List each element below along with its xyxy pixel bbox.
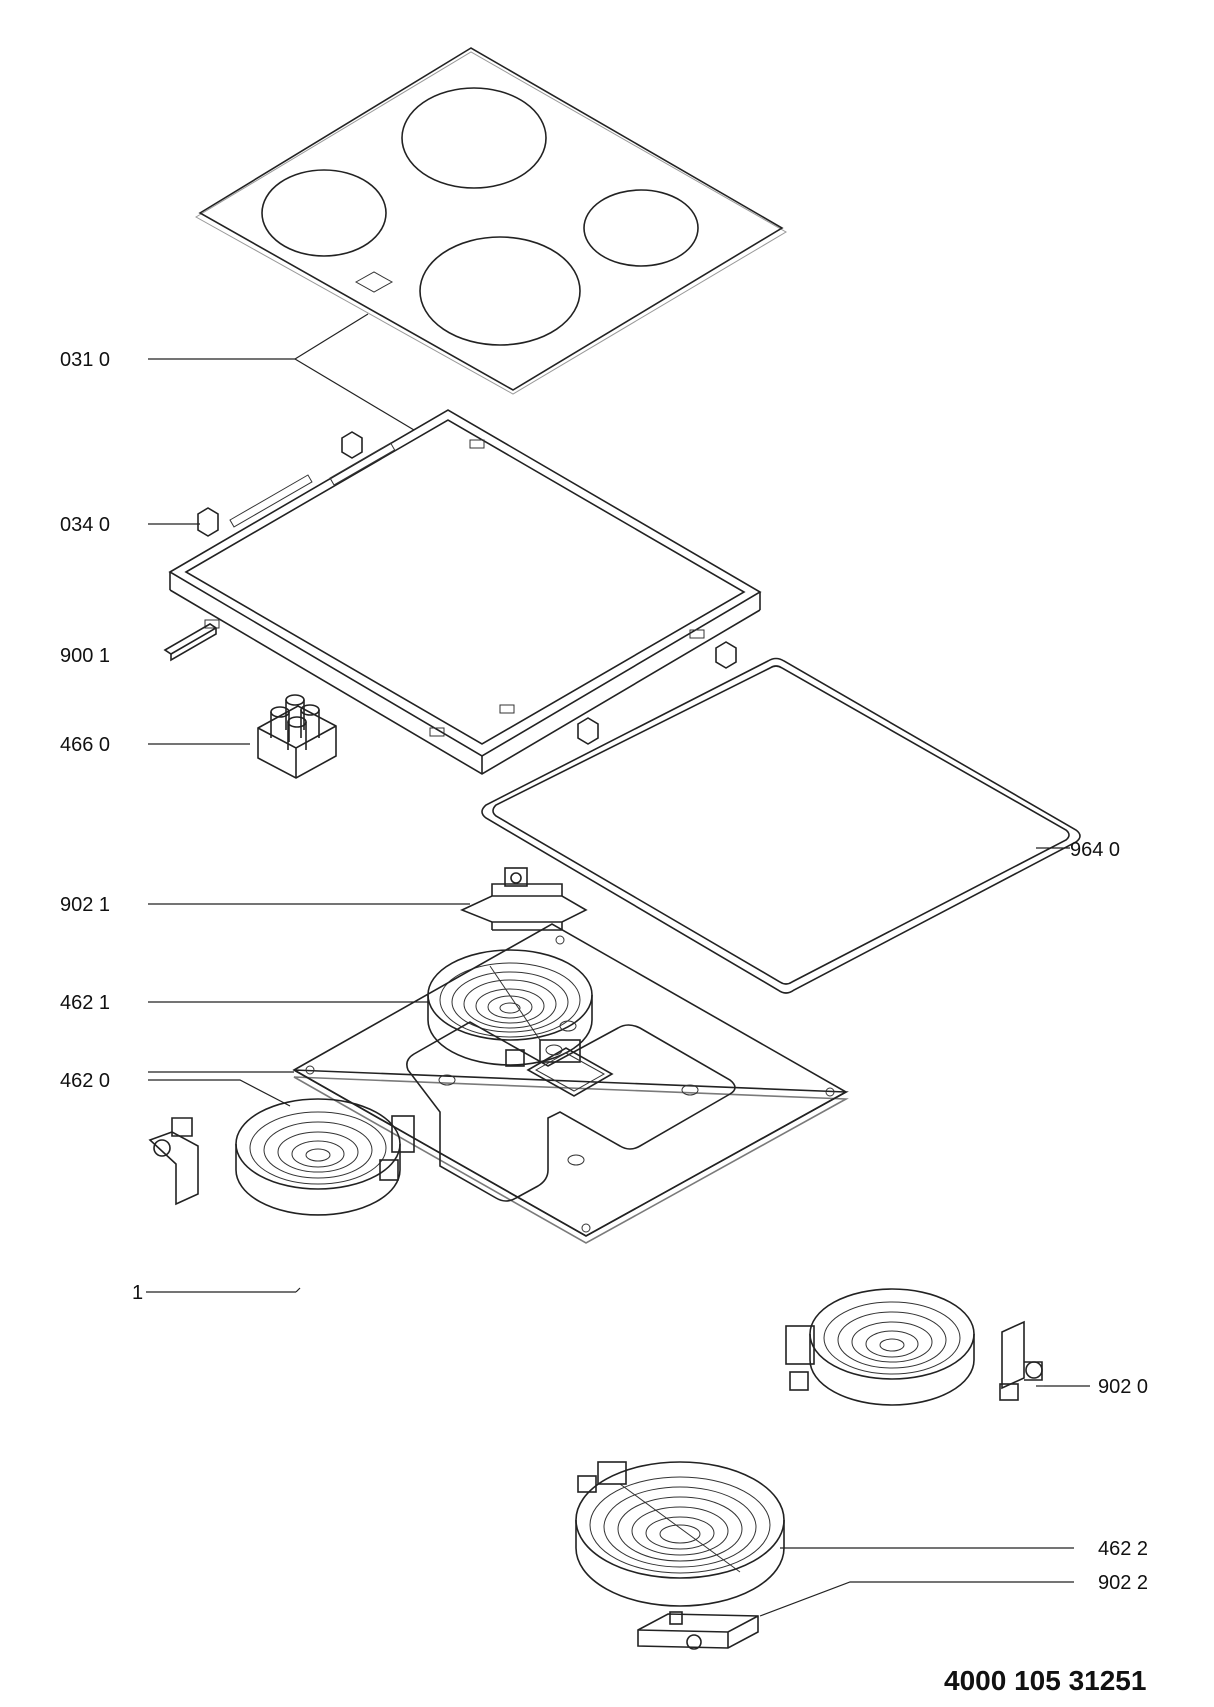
frame-part <box>168 409 762 775</box>
spring-bracket-part <box>163 623 218 662</box>
glass-cooktop-part <box>195 47 787 395</box>
label-900-1: 900 1 <box>60 645 110 667</box>
document-number: 4000 105 31251 <box>944 1665 1146 1696</box>
label-031-0: 031 0 <box>60 349 110 371</box>
radiant-heater-part <box>785 1288 975 1406</box>
label-462-0: 462 0 <box>60 1070 110 1092</box>
gasket-part <box>481 657 1081 994</box>
radiant-heater-part <box>235 1098 415 1216</box>
leader-lines <box>148 313 1074 1617</box>
label-902-0: 902 0 <box>1098 1376 1148 1398</box>
terminal-block-part <box>257 694 337 779</box>
label-902-2: 902 2 <box>1098 1572 1148 1594</box>
bracket-part <box>148 1117 199 1206</box>
radiant-heater-part <box>575 1461 785 1607</box>
label-466-0: 466 0 <box>60 734 110 756</box>
clip-part <box>197 431 737 745</box>
bracket-part <box>637 1611 759 1650</box>
label-462-1: 462 1 <box>60 992 110 1014</box>
leader-line <box>295 1287 301 1293</box>
bracket-part <box>999 1320 1043 1401</box>
label-902-1: 902 1 <box>60 894 110 916</box>
base-tray-part <box>292 923 849 1244</box>
label-964-0: 964 0 <box>1070 839 1120 861</box>
label-1: 1 <box>132 1282 143 1304</box>
label-034-0: 034 0 <box>60 514 110 536</box>
bracket-part <box>459 867 588 931</box>
label-462-2: 462 2 <box>1098 1538 1148 1560</box>
